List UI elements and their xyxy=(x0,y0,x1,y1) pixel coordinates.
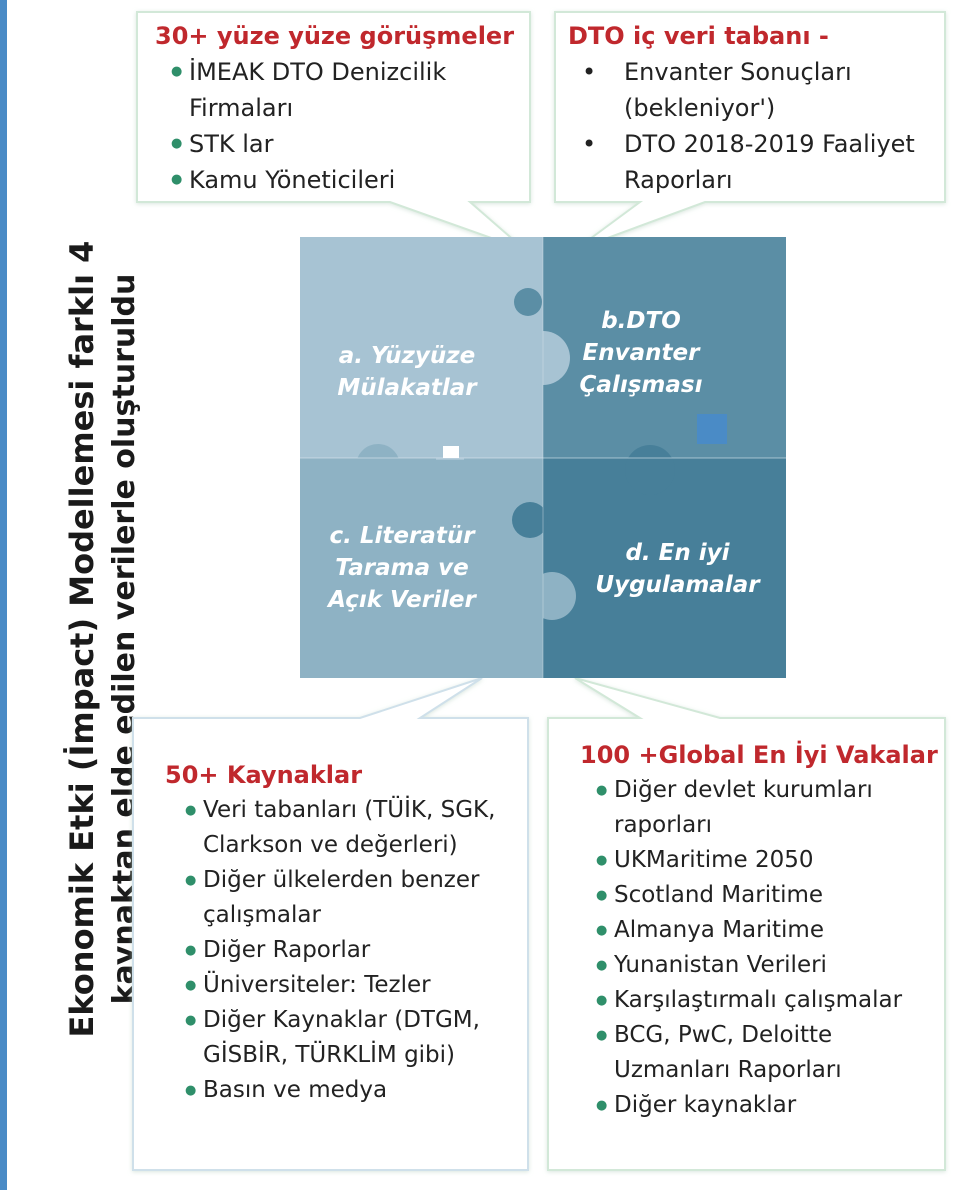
puzzle-label-d: d. En iyi Uygulamalar xyxy=(595,540,760,598)
knob-d-into-b xyxy=(625,445,675,495)
list-item: Veri tabanları (TÜİK, SGK, Clarkson ve d… xyxy=(185,793,520,863)
list-item: STK lar xyxy=(171,126,515,162)
box-top-left-title: 30+ yüze yüze görüşmeler xyxy=(155,22,515,50)
box-bottom-left-content: 50+ Kaynaklar Veri tabanları (TÜİK, SGK,… xyxy=(165,758,520,1108)
list-item: Almanya Maritime xyxy=(596,913,940,948)
box-top-right-title: DTO iç veri tabanı - xyxy=(568,22,829,50)
knob-c-into-d xyxy=(528,572,576,620)
list-item: Scotland Maritime xyxy=(596,878,940,913)
box-bottom-left-list: Veri tabanları (TÜİK, SGK, Clarkson ve d… xyxy=(185,793,520,1108)
blue-square-accent xyxy=(697,414,727,444)
puzzle-label-b: b.DTO Envanter Çalışması xyxy=(579,308,703,398)
puzzle-piece-c xyxy=(300,458,543,678)
box-bottom-left-title: 50+ Kaynaklar xyxy=(165,761,363,789)
white-notch xyxy=(443,446,459,458)
list-item: DTO 2018-2019 Faaliyet Raporları xyxy=(568,126,933,198)
box-bottom-right-title: 100 +Global En İyi Vakalar xyxy=(580,741,938,769)
knob-d-into-c xyxy=(512,502,548,538)
list-item: Diğer Kaynaklar (DTGM, GİSBİR, TÜRKLİM g… xyxy=(185,1003,520,1073)
list-item: BCG, PwC, Deloitte Uzmanları Raporları xyxy=(596,1018,940,1088)
list-item: Yunanistan Verileri xyxy=(596,948,940,983)
knob-b-into-a xyxy=(514,288,542,316)
puzzle-piece-b xyxy=(543,237,786,458)
list-item: UKMaritime 2050 xyxy=(596,843,940,878)
list-item: Diğer kaynaklar xyxy=(596,1088,940,1123)
list-item: Kamu Yöneticileri xyxy=(171,162,515,198)
puzzle-piece-d xyxy=(543,458,786,678)
list-item: Diğer ülkelerden benzer çalışmalar xyxy=(185,863,520,933)
box-top-right-content: DTO iç veri tabanı - Envanter Sonuçları … xyxy=(568,18,933,198)
left-accent-bar xyxy=(0,0,7,1190)
puzzle-label-c: c. Literatür Tarama ve Açık Veriler xyxy=(328,523,476,613)
puzzle xyxy=(300,237,786,678)
list-item: Karşılaştırmalı çalışmalar xyxy=(596,983,940,1018)
list-item: Basın ve medya xyxy=(185,1073,520,1108)
list-item: Envanter Sonuçları (bekleniyor') xyxy=(568,54,933,126)
puzzle-piece-a xyxy=(300,237,543,458)
list-item: Diğer devlet kurumları raporları xyxy=(596,773,940,843)
list-item: Diğer Raporlar xyxy=(185,933,520,968)
box-bottom-right-content: 100 +Global En İyi Vakalar Diğer devlet … xyxy=(580,738,940,1123)
puzzle-label-a: a. Yüzyüze Mülakatlar xyxy=(337,343,477,401)
knob-c-into-a xyxy=(356,444,400,488)
box-top-right-list: Envanter Sonuçları (bekleniyor') DTO 201… xyxy=(568,54,933,198)
box-top-left-list: İMEAK DTO Denizcilik Firmaları STK lar K… xyxy=(171,54,515,198)
box-top-left-content: 30+ yüze yüze görüşmeler İMEAK DTO Deniz… xyxy=(155,18,515,198)
box-bottom-right-list: Diğer devlet kurumları raporları UKMarit… xyxy=(596,773,940,1123)
list-item: İMEAK DTO Denizcilik Firmaları xyxy=(171,54,515,126)
list-item: Üniversiteler: Tezler xyxy=(185,968,520,1003)
